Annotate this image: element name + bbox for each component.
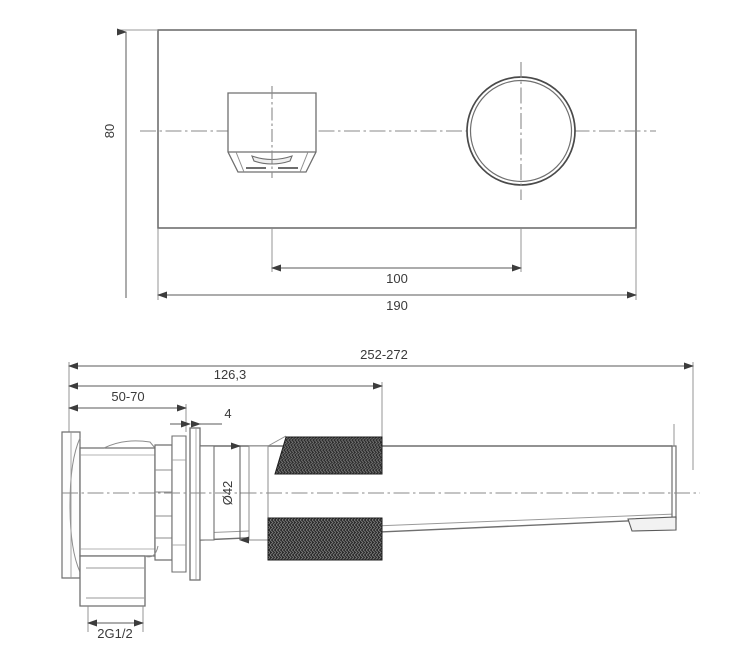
spout-transition-bevel: [267, 435, 287, 447]
dim-80-label: 80: [102, 124, 117, 138]
inlet-pipe: [79, 555, 146, 607]
dim-190-label: 190: [386, 298, 408, 313]
valve-cylinder: [79, 447, 156, 557]
valve-collar: [154, 444, 173, 561]
wall-flange-plate: [189, 427, 201, 581]
dim-50-70-label: 50-70: [111, 389, 144, 404]
valve-cap-inner-curve: [69, 437, 81, 573]
dimension-spout-offset: 100: [271, 228, 522, 286]
dim-2g12-label: 2G1/2: [97, 626, 132, 641]
dim-252-272-label: 252-272: [360, 347, 408, 362]
side-view-group: 252-272 126,3 50-70 4: [61, 347, 700, 641]
handle-inner-right-bevel: [299, 151, 309, 173]
spout-root-collar: [199, 445, 215, 541]
knurl-band-top: [274, 436, 383, 475]
handle-inner-left-bevel: [235, 151, 245, 173]
spout-tube: [199, 424, 677, 561]
inlet-pipe-shoulder: [144, 545, 159, 558]
dimension-inlet-thread: 2G1/2: [87, 619, 144, 641]
dim-4-label: 4: [224, 406, 231, 421]
spout-outlet-circle: [466, 62, 576, 200]
valve-threaded-sleeve: [171, 435, 187, 573]
dimension-total-projection: 252-272: [68, 347, 694, 470]
dimension-plate-width: 190: [157, 228, 637, 313]
spout-inner-circle: [469, 79, 573, 183]
dimension-plate-height: 80: [102, 28, 158, 298]
dimension-flange-thickness: 4: [170, 406, 232, 428]
lever-handle: [227, 86, 317, 178]
spout-outlet-nozzle: [627, 516, 677, 532]
valve-cylinder-top-chamfer: [103, 440, 156, 449]
dimension-wall-depth-range: 50-70: [68, 389, 187, 432]
dimension-spout-length: 126,3: [68, 367, 383, 452]
front-view-group: 80 100 190: [102, 28, 656, 313]
knurl-band-bottom: [267, 517, 383, 561]
spout-tip-face: [671, 445, 677, 520]
dim-126-label: 126,3: [214, 367, 247, 382]
valve-body: [61, 431, 187, 632]
dim-100-label: 100: [386, 271, 408, 286]
flange-plate-body: [189, 427, 201, 581]
